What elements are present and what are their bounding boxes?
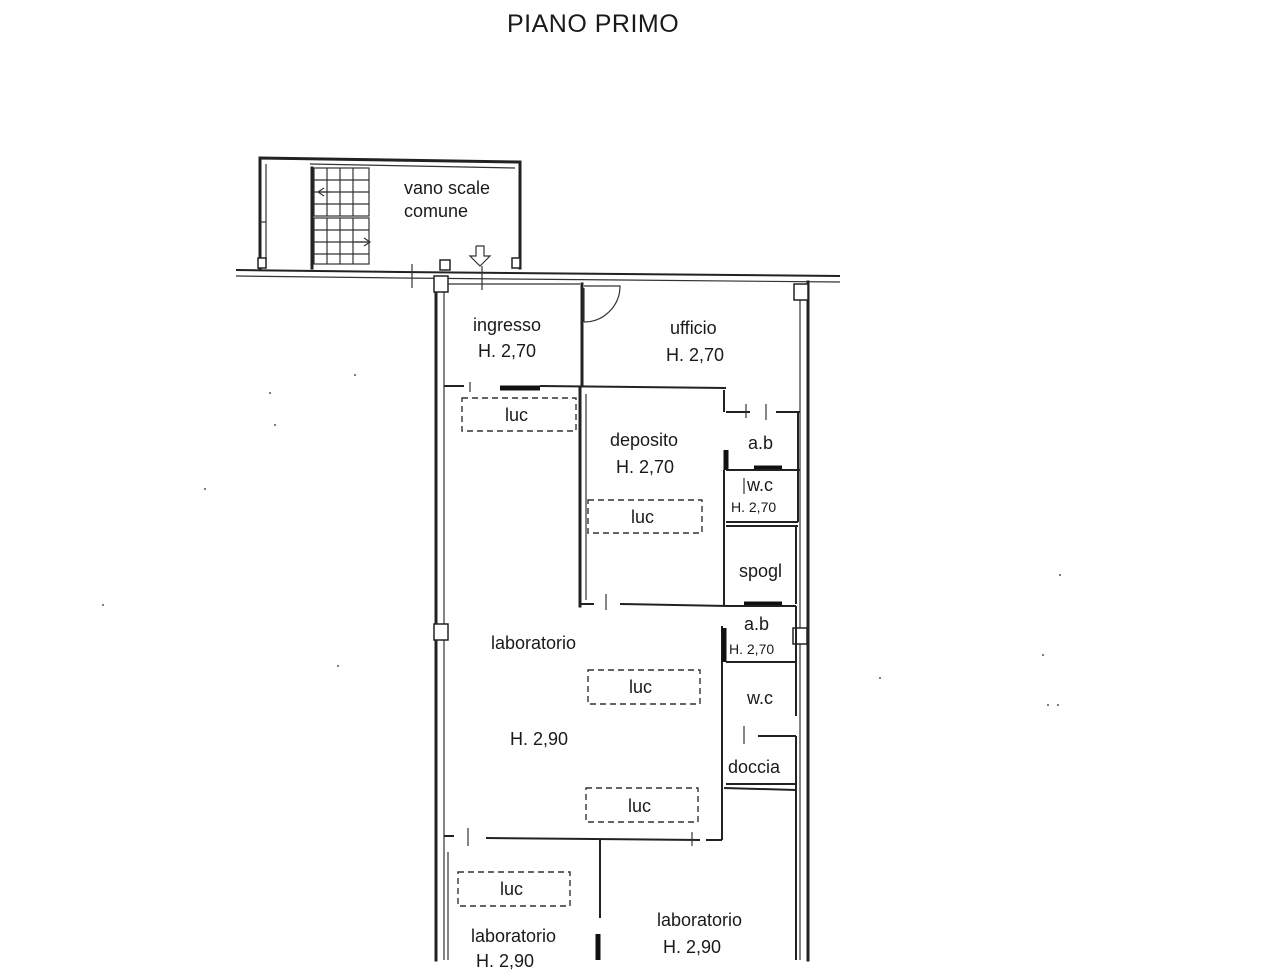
page-title: PIANO PRIMO: [507, 10, 680, 38]
room-label-wc-mid: w.c: [747, 688, 774, 708]
room-label-laboratorio-bottom-left: laboratorio: [471, 926, 557, 946]
room-label-ab-mid: a.b: [744, 614, 770, 634]
room-height-deposito: H. 2,70: [616, 457, 675, 477]
room-label-wc-top: w.c: [747, 475, 774, 495]
skylight-label-3: luc: [629, 677, 653, 697]
skylights: [457, 397, 703, 907]
room-label-comune: comune: [404, 201, 469, 221]
room-height-laboratorio-main: H. 2,90: [510, 729, 569, 749]
skylight-label-4: luc: [628, 796, 652, 816]
skylight-label-1: luc: [505, 405, 529, 425]
room-height-laboratorio-bottom-left: H. 2,90: [476, 951, 535, 971]
room-height-wc-top: H. 2,70: [731, 499, 777, 515]
skylight-label-2: luc: [631, 507, 655, 527]
room-height-ab-mid: H. 2,70: [729, 641, 775, 657]
entrance-arrow-icon: [468, 245, 492, 267]
scan-specks: [102, 374, 1061, 706]
skylight-label-5: luc: [500, 879, 524, 899]
room-label-deposito: deposito: [610, 430, 679, 450]
room-height-laboratorio-bottom-right: H. 2,90: [663, 937, 722, 957]
room-height-ufficio: H. 2,70: [666, 345, 725, 365]
room-label-laboratorio-main: laboratorio: [491, 633, 577, 653]
deposito-walls: [578, 386, 729, 610]
staircase-block: [257, 156, 522, 271]
exterior-boundary: [235, 264, 841, 290]
room-label-spogl: spogl: [739, 561, 783, 581]
room-label-ufficio: ufficio: [670, 318, 717, 338]
room-label-ingresso: ingresso: [473, 315, 542, 335]
ingresso-ufficio-walls: [444, 282, 727, 392]
room-label-ab-top: a.b: [748, 433, 774, 453]
service-block-walls: [721, 404, 800, 960]
room-height-ingresso: H. 2,70: [478, 341, 537, 361]
room-label-vano-scale: vano scale: [404, 178, 491, 198]
room-label-doccia: doccia: [728, 757, 781, 777]
building-outline: [433, 275, 810, 962]
laboratory-partitions: [444, 828, 722, 960]
room-label-laboratorio-bottom-right: laboratorio: [657, 910, 743, 930]
